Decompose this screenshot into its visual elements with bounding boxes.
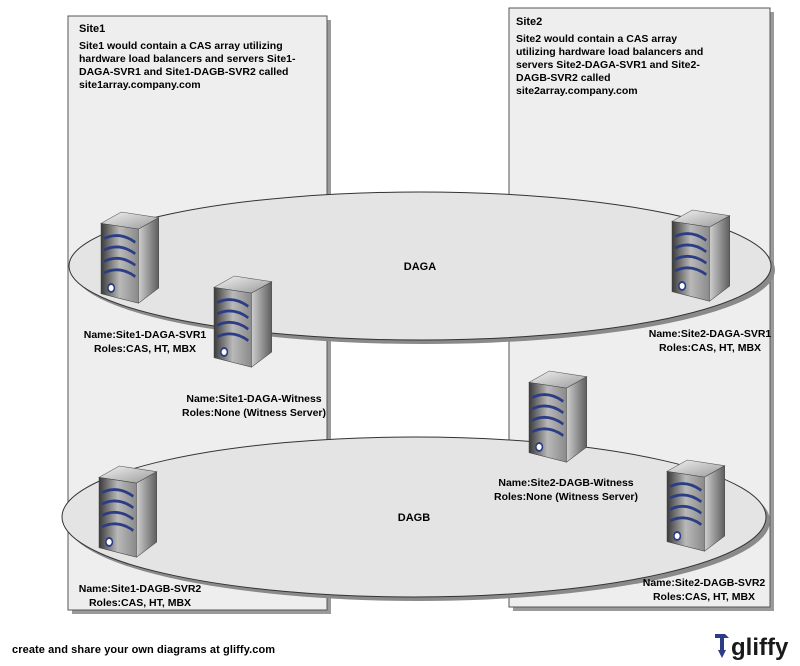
- server-icon: [670, 208, 732, 303]
- site2-title: Site2: [516, 16, 542, 28]
- server-roles: Roles:CAS, HT, MBX: [653, 591, 755, 603]
- daga-label: DAGA: [404, 261, 436, 273]
- dagb-label: DAGB: [398, 512, 430, 524]
- server-name: Name:Site2-DAGB-SVR2: [643, 577, 766, 589]
- site1-title: Site1: [79, 23, 105, 35]
- server-icon: [97, 464, 159, 559]
- gliffy-logo[interactable]: gliffy: [712, 630, 796, 662]
- server-icon: [527, 369, 589, 464]
- site2-desc-line: servers Site2-DAGA-SVR1 and Site2-: [516, 59, 700, 71]
- site2-desc-line: DAGB-SVR2 called: [516, 72, 611, 84]
- server-roles: Roles:None (Witness Server): [182, 407, 326, 419]
- site2-desc-line: utilizing hardware load balancers and: [516, 46, 703, 58]
- site1-desc-line: site1array.company.com: [79, 79, 201, 91]
- gliffy-mark-icon: [715, 634, 729, 658]
- server-name: Name:Site2-DAGB-Witness: [498, 477, 633, 489]
- server-icon: [99, 210, 161, 305]
- server-roles: Roles:CAS, HT, MBX: [94, 343, 196, 355]
- server-icon: [665, 458, 727, 553]
- site1-desc-line: DAGA-SVR1 and Site1-DAGB-SVR2 called: [79, 66, 288, 78]
- footer-promo-text[interactable]: create and share your own diagrams at gl…: [12, 644, 276, 656]
- site1-desc-line: hardware load balancers and servers Site…: [79, 53, 296, 65]
- server-name: Name:Site2-DAGA-SVR1: [649, 328, 772, 340]
- server-name: Name:Site1-DAGA-SVR1: [84, 329, 207, 341]
- server-roles: Roles:CAS, HT, MBX: [89, 597, 191, 609]
- server-roles: Roles:CAS, HT, MBX: [659, 342, 761, 354]
- server-icon: [212, 274, 274, 369]
- server-roles: Roles:None (Witness Server): [494, 491, 638, 503]
- server-name: Name:Site1-DAGB-SVR2: [79, 583, 202, 595]
- server-name: Name:Site1-DAGA-Witness: [186, 393, 321, 405]
- site2-desc-line: site2array.company.com: [516, 85, 638, 97]
- site1-desc-line: Site1 would contain a CAS array utilizin…: [79, 40, 283, 52]
- gliffy-wordmark: gliffy: [731, 634, 789, 661]
- site2-desc-line: Site2 would contain a CAS array: [516, 33, 677, 45]
- dagb-ellipse: [61, 436, 767, 598]
